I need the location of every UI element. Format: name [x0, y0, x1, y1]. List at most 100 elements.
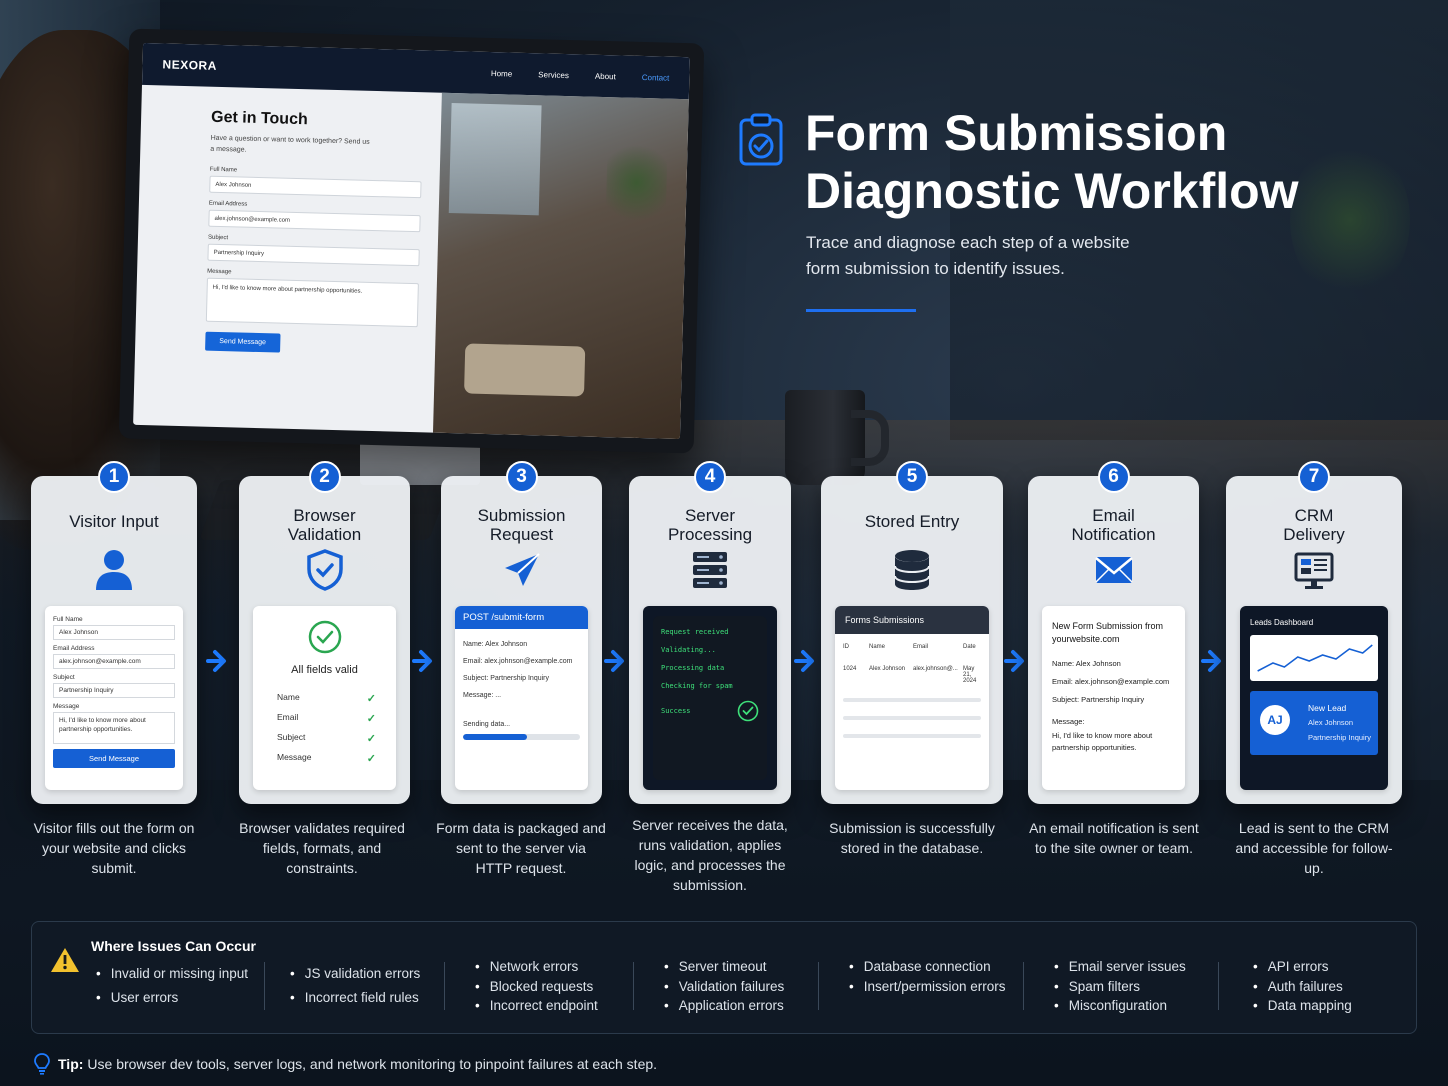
table-column-header: Email	[913, 644, 929, 650]
website-screen: NEXORA Home Services About Contact Get i…	[133, 42, 690, 440]
subject-field[interactable]: Partnership Inquiry	[207, 243, 420, 267]
placeholder-row	[843, 716, 981, 720]
step-number: 4	[694, 461, 726, 493]
step-number: 6	[1097, 461, 1130, 493]
table-column-header: Date	[963, 644, 976, 650]
issue-item: Auth failures	[1253, 977, 1352, 997]
step-title: Submission Request	[477, 506, 566, 544]
database-table: Forms Submissions ID Name Email Date 102…	[835, 606, 989, 790]
step-description: An email notification is sent to the sit…	[1029, 820, 1199, 856]
step-card-browser-validation: 2 Browser Validation All fields valid Na…	[239, 461, 410, 804]
validation-field: Email	[277, 712, 299, 722]
terminal-line: Checking for spam	[661, 682, 733, 690]
nav-about[interactable]: About	[594, 71, 616, 81]
mini-form-label: Subject	[53, 674, 75, 681]
check-circle-icon	[308, 620, 341, 654]
arrow-right-icon	[412, 650, 432, 672]
validation-field: Name	[277, 692, 300, 702]
issue-item: Network errors	[475, 957, 598, 977]
nav-contact[interactable]: Contact	[641, 72, 670, 83]
mini-send-button: Send Message	[53, 749, 175, 768]
server-icon	[693, 552, 727, 588]
arrow-right-icon	[794, 650, 814, 672]
table-cell: alex.johnson@...	[913, 666, 958, 672]
contact-form-title: Get in Touch	[210, 108, 308, 129]
column-divider	[818, 962, 819, 1010]
progress-bar	[463, 734, 580, 740]
email-preview: New Form Submission from yourwebsite.com…	[1042, 606, 1185, 790]
send-message-button[interactable]: Send Message	[205, 331, 281, 353]
column-divider	[633, 962, 634, 1010]
validation-row: Name ✓	[277, 692, 376, 705]
step-title: Visitor Input	[69, 512, 159, 531]
nav-services[interactable]: Services	[538, 69, 570, 80]
sending-status: Sending data...	[463, 721, 511, 728]
crm-lead-card[interactable]: AJ New Lead Alex Johnson Partnership Inq…	[1250, 691, 1378, 755]
placeholder-row	[843, 734, 981, 738]
page-subtitle: Trace and diagnose each step of a websit…	[806, 233, 1130, 278]
nav-home[interactable]: Home	[490, 68, 513, 79]
validation-status: All fields valid	[291, 664, 358, 676]
lightbulb-icon	[34, 1053, 50, 1075]
tip-text: Use browser dev tools, server logs, and …	[87, 1056, 658, 1072]
issue-item: JS validation errors	[290, 962, 421, 986]
issues-column: API errors Auth failures Data mapping	[1253, 957, 1352, 1016]
avatar: AJ	[1260, 705, 1290, 735]
step-title: Browser Validation	[287, 506, 362, 544]
step-number: 7	[1298, 461, 1330, 493]
mini-form-label: Full Name	[53, 616, 83, 623]
email-email-line: Email: alex.johnson@example.com	[1052, 677, 1170, 686]
column-divider	[444, 962, 445, 1010]
issues-column: Invalid or missing input User errors	[96, 962, 248, 1010]
message-field[interactable]: Hi, I'd like to know more about partners…	[205, 277, 419, 328]
request-line: Name: Alex Johnson	[463, 641, 528, 648]
terminal-line: Request received	[661, 628, 729, 636]
issue-item: Invalid or missing input	[96, 962, 248, 986]
column-divider	[1023, 962, 1024, 1010]
step-description: Server receives the data, runs validatio…	[632, 817, 788, 893]
envelope-icon	[1094, 557, 1133, 583]
step-description: Visitor fills out the form on your websi…	[33, 820, 195, 876]
lead-name: Alex Johnson	[1308, 718, 1354, 727]
validation-row: Message✓	[277, 752, 376, 765]
table-column-header: Name	[869, 644, 886, 650]
step-number: 3	[505, 461, 538, 493]
check-circle-icon	[737, 700, 759, 722]
server-terminal: Request received Validating... Processin…	[653, 616, 767, 780]
background-plant	[1290, 140, 1410, 300]
email-field[interactable]: alex.johnson@example.com	[208, 209, 421, 233]
arrow-right-icon	[206, 650, 226, 672]
table-cell: 1024	[843, 666, 857, 672]
column-divider	[264, 962, 265, 1010]
issues-column: Database connection Insert/permission er…	[849, 957, 1006, 996]
step-card-email-notification: 6 Email Notification New Form Submission…	[1028, 461, 1199, 804]
step-card-server-processing: 4 Server Processing Request received Val…	[629, 461, 791, 804]
request-line: Email: alex.johnson@example.com	[463, 658, 573, 665]
lead-subject: Partnership Inquiry	[1308, 733, 1371, 742]
title-underline	[806, 309, 916, 312]
step-card-crm-delivery: 7 CRM Delivery Leads Dashboard AJ New Le…	[1226, 461, 1402, 804]
email-message-label: Message:	[1052, 717, 1085, 726]
check-icon: ✓	[366, 693, 376, 705]
full-name-field[interactable]: Alex Johnson	[209, 175, 422, 199]
server-terminal-panel: Request received Validating... Processin…	[643, 606, 777, 790]
step-card-visitor-input: 1 Visitor Input Full Name Alex Johnson E…	[31, 461, 197, 804]
issue-item: Validation failures	[664, 977, 785, 997]
column-divider	[1218, 962, 1219, 1010]
issue-item: Application errors	[664, 996, 784, 1016]
request-panel: POST /submit-form Name: Alex Johnson Ema…	[455, 606, 588, 790]
issue-item: Email server issues	[1054, 957, 1186, 977]
mini-form-field: Partnership Inquiry	[53, 683, 175, 698]
issue-item: Database connection	[849, 957, 1006, 977]
paper-plane-icon	[504, 553, 540, 586]
terminal-line-success: Success	[661, 700, 759, 722]
issue-item: Incorrect field rules	[290, 986, 420, 1010]
terminal-line: Processing data	[661, 664, 725, 672]
contact-form-subtitle: Have a question or want to work together…	[210, 134, 370, 154]
crm-chart	[1250, 635, 1378, 681]
step-card-submission-request: 3 Submission Request POST /submit-form N…	[441, 461, 602, 804]
mini-form-field: Hi, I'd like to know more about partners…	[53, 712, 175, 744]
mini-form-field: alex.johnson@example.com	[53, 654, 175, 669]
table-row: 1024 Alex Johnson alex.johnson@... May 2…	[835, 666, 989, 684]
shield-check-icon	[306, 549, 343, 591]
